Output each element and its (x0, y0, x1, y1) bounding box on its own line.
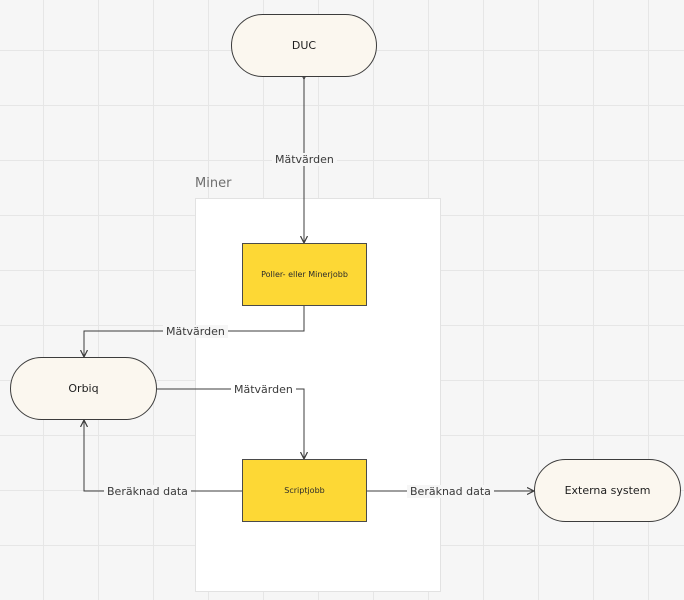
poller-minerjobb-node[interactable]: Poller- eller Minerjobb (242, 243, 367, 306)
edge-orbiq-script (157, 388, 304, 459)
scriptjobb-node[interactable]: Scriptjobb (242, 459, 367, 522)
orbiq-node-label: Orbiq (68, 382, 99, 395)
miner-frame-title: Miner (195, 176, 232, 191)
edge-label-orbiq-script: Mätvärden (231, 383, 296, 396)
edge-label-script-externa: Beräknad data (407, 485, 494, 498)
edge-label-poller-orbiq: Mätvärden (163, 325, 228, 338)
edge-label-duc-poller: Mätvärden (272, 153, 337, 166)
edge-label-script-orbiq: Beräknad data (104, 485, 191, 498)
edge-script-orbiq (84, 420, 242, 492)
externa-system-node-label: Externa system (564, 484, 651, 497)
poller-minerjobb-node-label: Poller- eller Minerjobb (261, 270, 348, 279)
externa-system-node[interactable]: Externa system (534, 459, 681, 522)
duc-node-label: DUC (291, 39, 317, 52)
duc-node[interactable]: DUC (231, 14, 377, 77)
scriptjobb-node-label: Scriptjobb (284, 486, 325, 495)
orbiq-node[interactable]: Orbiq (10, 357, 157, 420)
